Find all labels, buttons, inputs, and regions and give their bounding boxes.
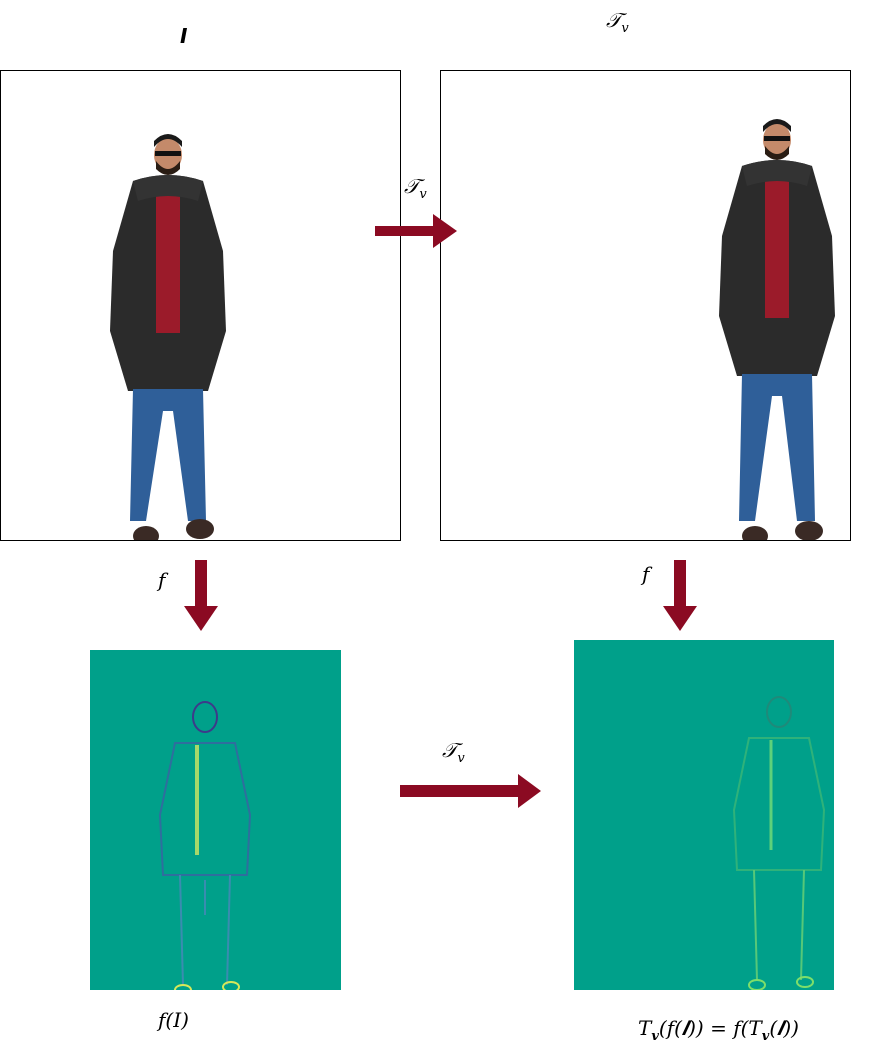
eq-sub-v-2: 𝒗 [761, 1029, 770, 1044]
person-figure [110, 134, 226, 540]
person-figure-shifted [719, 119, 835, 540]
transform-symbol: 𝒯 [404, 174, 420, 198]
f-left-label: f [158, 568, 166, 592]
transformed-image-panel [440, 70, 851, 541]
equivariance-equation: T𝒗(f(𝑰)) = f(T𝒗(𝑰)) [638, 1016, 799, 1044]
eq-sub-v: 𝒗 [651, 1029, 659, 1044]
transform-symbol: 𝒯 [606, 8, 622, 32]
feature-map-left [90, 650, 341, 990]
transformed-image-label: 𝒯v [606, 8, 629, 36]
feature-map-right [574, 640, 834, 990]
input-image-label: I [180, 24, 188, 48]
transform-subscript: v [457, 751, 465, 766]
feature-silhouette-shifted [732, 696, 826, 990]
transform-subscript: v [419, 187, 427, 202]
transform-symbol: 𝒯 [442, 738, 458, 762]
feature-left-caption: f(I) [158, 1008, 189, 1032]
top-arrow-label: 𝒯v [404, 174, 427, 202]
f-right-label: f [642, 562, 650, 586]
bottom-transform-arrow [400, 774, 541, 808]
top-transform-arrow [375, 214, 457, 248]
eq-middle: (f(𝑰)) = f(T [658, 1016, 762, 1040]
bottom-arrow-label: 𝒯v [442, 738, 465, 766]
right-down-arrow [663, 560, 697, 631]
transform-subscript: v [621, 21, 629, 36]
left-down-arrow [184, 560, 218, 631]
eq-end: (𝑰)) [769, 1016, 799, 1040]
eq-lhs-t: T [638, 1016, 652, 1040]
input-image-panel [0, 70, 401, 541]
feature-silhouette [158, 701, 252, 990]
